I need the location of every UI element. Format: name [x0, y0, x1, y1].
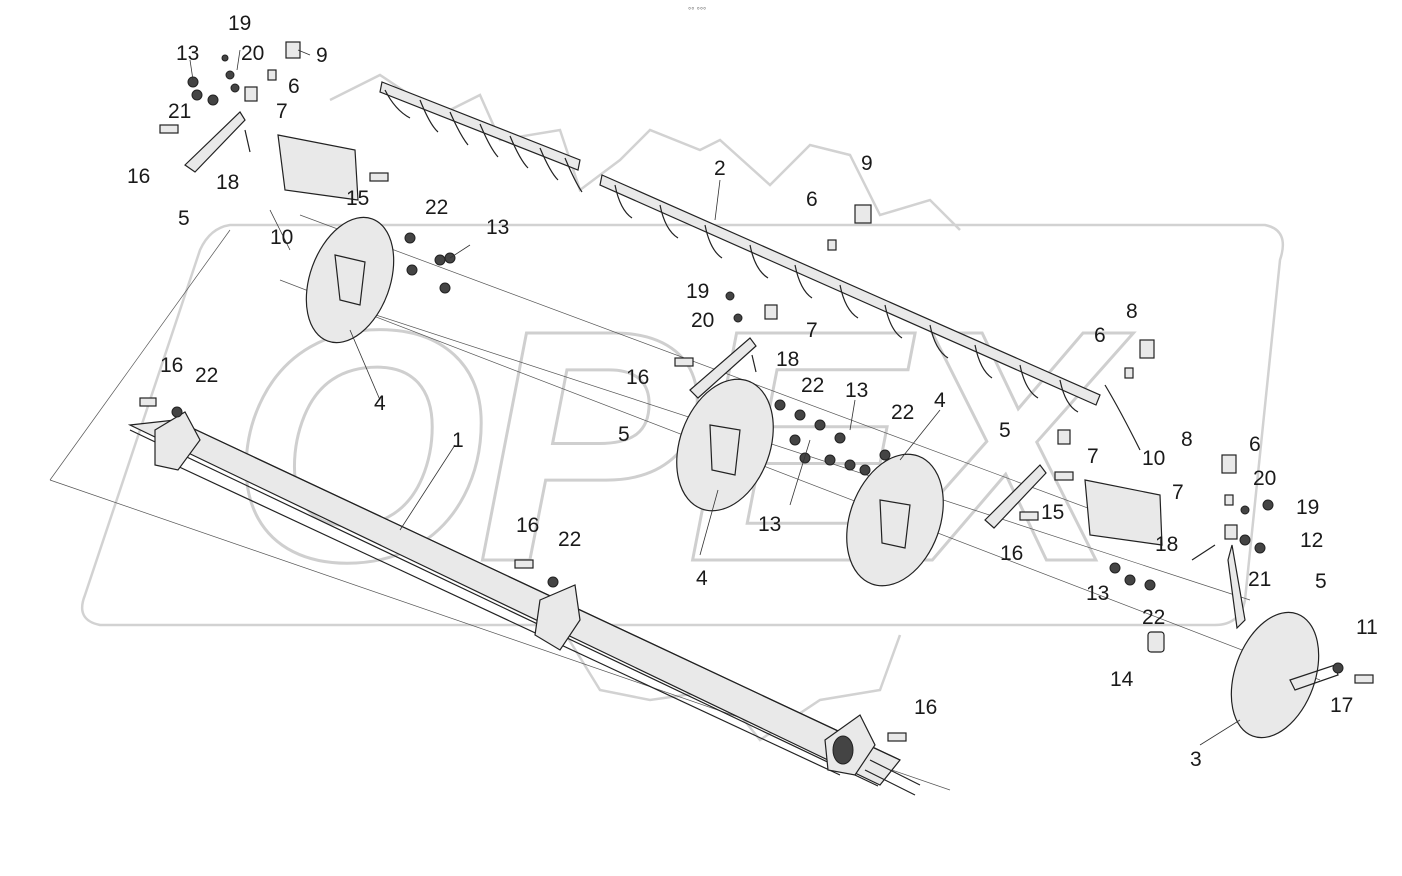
disk-left [305, 216, 395, 344]
brackets [184, 111, 1246, 630]
callout-label: 22 [1142, 606, 1165, 629]
callout-label: 7 [1087, 445, 1099, 468]
callout-label: 4 [696, 567, 708, 590]
axis-lines [49, 214, 1321, 791]
callout-label: 22 [195, 364, 218, 387]
callout-label: 16 [626, 366, 649, 389]
callout-label: 21 [1248, 568, 1271, 591]
callout-label: 16 [914, 696, 937, 719]
callout-label: 7 [806, 319, 818, 342]
callout-label: 5 [178, 207, 190, 230]
callout-label: 5 [618, 423, 630, 446]
tine-bar-upper [379, 81, 583, 193]
main-shaft [127, 411, 921, 796]
callout-label: 9 [861, 152, 873, 175]
callout-label: 20 [1253, 467, 1276, 490]
callout-label: 4 [934, 389, 946, 412]
callout-label: 19 [686, 280, 709, 303]
callout-label: 2 [714, 157, 726, 180]
callout-label: 10 [270, 226, 293, 249]
callout-label: 7 [1172, 481, 1184, 504]
callout-label: 13 [758, 513, 781, 536]
callout-label: 16 [127, 165, 150, 188]
callout-label: 19 [1296, 496, 1319, 519]
callout-label: 6 [1249, 433, 1261, 456]
callout-label: 13 [845, 379, 868, 402]
callout-label: 18 [1155, 533, 1178, 556]
callout-label: 21 [168, 100, 191, 123]
callout-label: 22 [891, 401, 914, 424]
callout-label: 6 [1094, 324, 1106, 347]
callout-label: 22 [558, 528, 581, 551]
callout-label: 5 [1315, 570, 1327, 593]
callout-label: 5 [999, 419, 1011, 442]
disk-center [676, 378, 774, 512]
callout-label: 15 [1041, 501, 1064, 524]
callout-label: 14 [1110, 668, 1134, 691]
callout-label: 7 [276, 100, 288, 123]
callout-label: 16 [1000, 542, 1023, 565]
watermark-logo: OPEX [80, 73, 1285, 742]
callout-label: 3 [1190, 748, 1202, 771]
hardware [139, 41, 1374, 742]
disk-right [846, 453, 944, 587]
callout-label: 16 [160, 354, 183, 377]
callout-label: 18 [776, 348, 799, 371]
disk-end [1230, 611, 1339, 739]
callout-label: 6 [806, 188, 818, 211]
callout-label: 12 [1300, 529, 1323, 552]
leader-lines [189, 49, 1241, 746]
callout-label: 8 [1126, 300, 1138, 323]
callout-label: 20 [241, 42, 264, 65]
callout-label: 16 [516, 514, 539, 537]
callout-label: 20 [691, 309, 714, 332]
callout-label: 19 [228, 12, 251, 35]
callout-label: 13 [486, 216, 509, 239]
callout-label: 13 [1086, 582, 1109, 605]
callout-label: 22 [425, 196, 448, 219]
callout-label: 22 [801, 374, 824, 397]
callouts: 19 13 20 9 6 21 7 16 18 5 15 10 22 13 2 … [127, 12, 1378, 771]
header-mark: °° °°° [688, 6, 706, 15]
callout-label: 9 [316, 44, 328, 67]
callout-label: 1 [452, 429, 464, 452]
callout-label: 4 [374, 392, 386, 415]
callout-label: 18 [216, 171, 239, 194]
callout-label: 17 [1330, 694, 1353, 717]
callout-label: 13 [176, 42, 199, 65]
tine-bar-lower [599, 174, 1141, 451]
callout-label: 8 [1181, 428, 1193, 451]
callout-label: 6 [288, 75, 300, 98]
callout-label: 15 [346, 187, 369, 210]
callout-label: 10 [1142, 447, 1165, 470]
callout-label: 11 [1356, 616, 1378, 639]
